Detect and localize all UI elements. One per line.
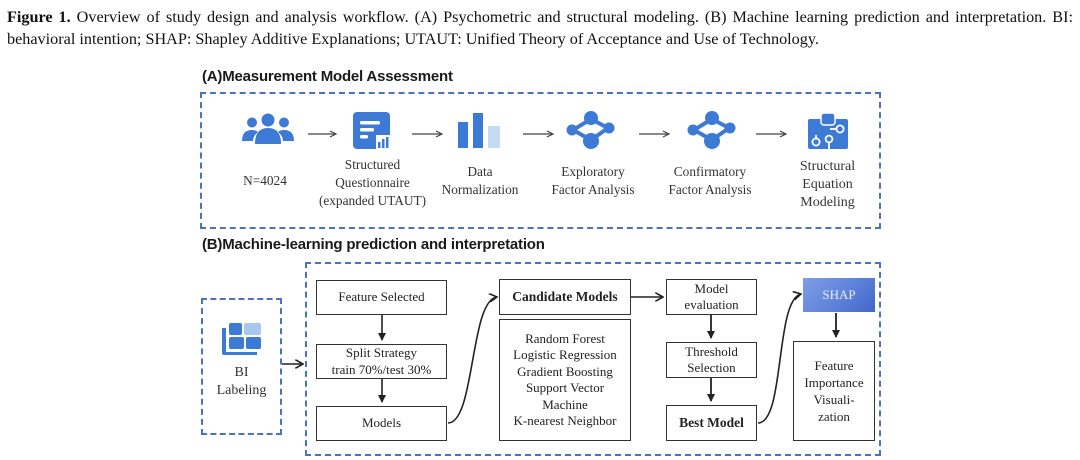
dashboard-tiles-icon (222, 323, 261, 355)
candidate-models-list: Random Forest Logistic Regression Gradie… (499, 319, 631, 441)
flow-arrow (308, 130, 338, 138)
models-box: Models (316, 406, 447, 441)
arrow-best-to-shap (757, 294, 801, 424)
candidate-model-item: Support Vector (525, 380, 605, 395)
flow-arrow (756, 130, 788, 138)
step-label-sample: N=4024 (243, 173, 287, 188)
flow-arrow (412, 130, 444, 138)
section-b-title: (B)Machine-learning prediction and inter… (202, 236, 545, 253)
candidate-model-item: K-nearest Neighbor (513, 413, 617, 428)
puzzle-circuit-icon (808, 112, 848, 149)
feature-selected-box: Feature Selected (316, 280, 447, 315)
candidate-model-item: Random Forest (525, 330, 605, 346)
questionnaire-form-icon (353, 112, 390, 149)
section-a-frame (200, 92, 881, 229)
candidate-model-item: Machine (542, 396, 588, 412)
flow-arrow (523, 130, 555, 138)
bi-labeling-frame (201, 298, 282, 435)
arrow-models-to-candidates (447, 297, 497, 424)
candidate-models-box: Candidate Models (499, 279, 631, 315)
network-nodes-icon (566, 111, 615, 149)
network-nodes-icon (687, 111, 736, 149)
best-model-box: Best Model (666, 405, 757, 441)
bar-chart-icon (458, 113, 500, 148)
section-a-title: (A)Measurement Model Assessment (202, 68, 453, 85)
section-b-frame (305, 262, 881, 456)
candidate-model-item: Logistic Regression (513, 347, 617, 362)
people-group-icon (242, 113, 294, 144)
shap-box: SHAP (803, 278, 875, 312)
caption-text: Overview of study design and analysis wo… (7, 8, 1073, 48)
candidate-model-item: Gradient Boosting (517, 363, 613, 379)
flow-arrow (639, 130, 671, 138)
figure-caption: Figure 1. Overview of study design and a… (7, 6, 1073, 50)
feature-importance-box: Feature Importance Visuali- zation (793, 341, 875, 441)
figure-label: Figure 1. (7, 8, 71, 26)
